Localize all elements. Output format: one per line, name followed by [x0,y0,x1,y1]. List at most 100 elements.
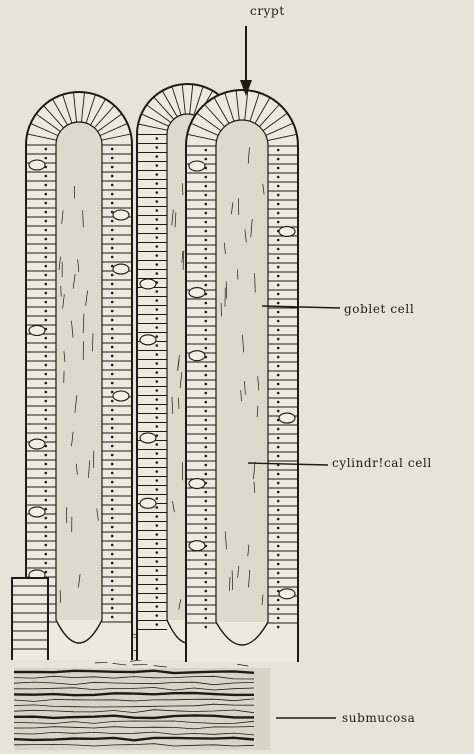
nucleus [111,400,114,403]
nucleus [205,581,208,584]
nucleus [156,452,159,455]
nucleus [205,158,208,161]
connective-fiber [237,664,248,666]
left-epithelium-stub [12,578,48,660]
nucleus [111,175,114,178]
nucleus [205,536,208,539]
nucleus [156,533,159,536]
nucleus [156,200,159,203]
nucleus [277,212,280,215]
nucleus [277,194,280,197]
nucleus [156,191,159,194]
nucleus [111,346,114,349]
nucleus [205,185,208,188]
nucleus [277,149,280,152]
nucleus [45,400,48,403]
nucleus [205,149,208,152]
nucleus [45,535,48,538]
nucleus [45,229,48,232]
nucleus [156,623,159,626]
nucleus [111,571,114,574]
goblet-cell [189,479,205,489]
nucleus [45,418,48,421]
nucleus [277,572,280,575]
nucleus [111,463,114,466]
villi-group [12,84,298,662]
nucleus [45,337,48,340]
nucleus [111,517,114,520]
nucleus [277,176,280,179]
nucleus [111,328,114,331]
nucleus [156,362,159,365]
nucleus [156,398,159,401]
nucleus [156,506,159,509]
nucleus [277,428,280,431]
nucleus [45,499,48,502]
nucleus [156,290,159,293]
nucleus [111,238,114,241]
nucleus [156,299,159,302]
nucleus [205,257,208,260]
nucleus [277,446,280,449]
nucleus [45,193,48,196]
nucleus [45,157,48,160]
nucleus [205,509,208,512]
nucleus [205,392,208,395]
nucleus [205,248,208,251]
nucleus [205,338,208,341]
nucleus [277,401,280,404]
nucleus [277,392,280,395]
goblet-cell [189,161,205,171]
nucleus [277,329,280,332]
nucleus [205,176,208,179]
nucleus [111,598,114,601]
nucleus [156,308,159,311]
nucleus [205,347,208,350]
nucleus [156,578,159,581]
nucleus [45,211,48,214]
nucleus [205,590,208,593]
nucleus [205,410,208,413]
nucleus [111,481,114,484]
nucleus [45,274,48,277]
nucleus [205,302,208,305]
nucleus [205,473,208,476]
goblet-cell [189,288,205,298]
nucleus [205,230,208,233]
nucleus [156,569,159,572]
nucleus [277,455,280,458]
nucleus [45,283,48,286]
nucleus [156,137,159,140]
nucleus [111,256,114,259]
nucleus [156,614,159,617]
nucleus [205,599,208,602]
nucleus [111,589,114,592]
nucleus [277,527,280,530]
nucleus [277,266,280,269]
goblet-cell [189,351,205,361]
nucleus [156,479,159,482]
lamina-propria [216,120,268,622]
nucleus [156,497,159,500]
nucleus [277,302,280,305]
nucleus [111,562,114,565]
nucleus [277,311,280,314]
nucleus [156,272,159,275]
nucleus [205,437,208,440]
nucleus [205,428,208,431]
goblet-cell [113,264,129,274]
goblet-cell [113,210,129,220]
nucleus [156,461,159,464]
nucleus [156,236,159,239]
nucleus [111,526,114,529]
nucleus [111,616,114,619]
nucleus [205,311,208,314]
nucleus [45,175,48,178]
nucleus [277,239,280,242]
nucleus [277,608,280,611]
nucleus [205,284,208,287]
nucleus [156,245,159,248]
nucleus [111,364,114,367]
nucleus [111,301,114,304]
submucosa-fiber [14,671,254,673]
